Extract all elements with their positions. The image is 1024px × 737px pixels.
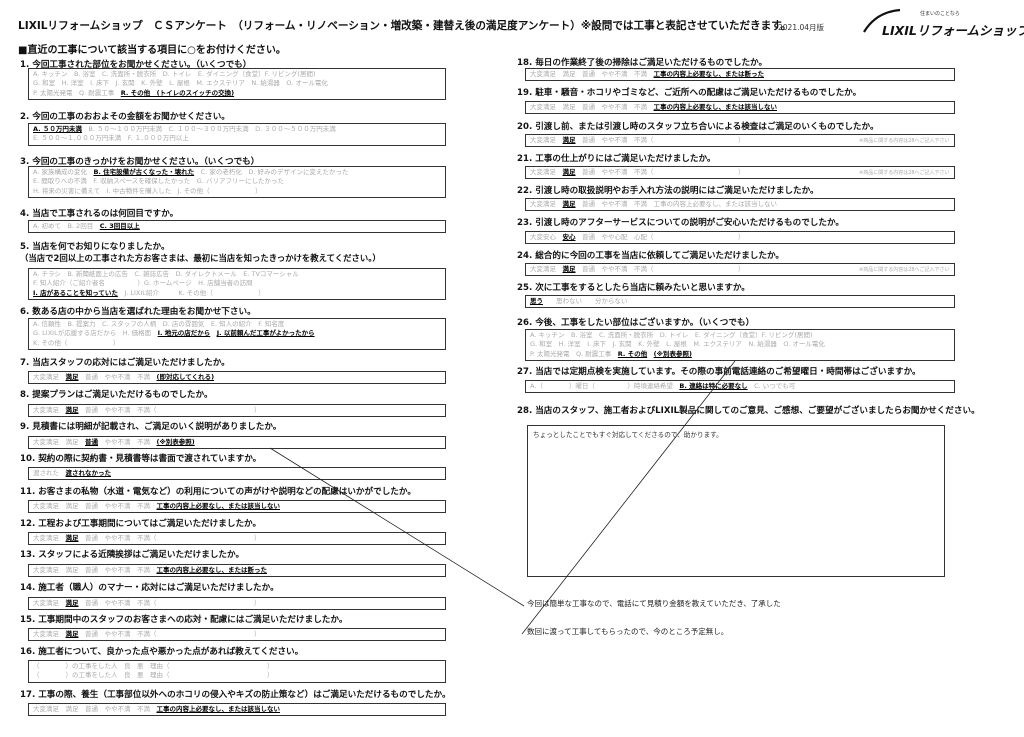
left-question-17-title: 17. 工事の際、養生（工事部位以外へのホコリの侵入やキズの防止策など）はご満足…: [20, 690, 451, 700]
right-question-7-title: 24. 総合的に今回の工事を当店に依頼してご満足いただけましたか。: [517, 251, 785, 261]
left-question-12-title: 12. 工程および工事期間についてはご満足いただけましたか。: [20, 519, 262, 529]
right-question-3-answer-box[interactable]: 大変満足 満足 普通 やや不満 不満（ ）: [525, 134, 955, 148]
left-question-4-title: 4. 当店で工事されるのは何回目ですか。: [20, 209, 179, 219]
q28-comment-box[interactable]: ちょっとしたことでもすぐ対応してくださるので、助かります。: [527, 425, 945, 577]
right-question-8-title: 25. 次に工事をするとしたら当店に頼みたいと思いますか。: [517, 283, 750, 293]
left-question-15-answer-box[interactable]: 大変満足 満足 普通 やや不満 不満（ ）: [28, 628, 446, 642]
right-question-9-answer-box[interactable]: A. キッチン B. 浴室 C. 洗面所・脱衣所 D. トイレ E. ダイニング…: [525, 329, 955, 362]
logo-tagline: 住まいのことなら: [920, 11, 960, 17]
right-question-6-title: 23. 引渡し時のアフターサービスについての説明がご安心いただけるものでしたか。: [517, 218, 844, 228]
left-question-2-title: 2. 今回の工事のおおよその金額をお聞かせください。: [20, 112, 230, 122]
right-question-6-answer-box[interactable]: 大変安心 安心 普通 やや心配 心配（ ）: [525, 231, 955, 245]
logo-name: LIXILリフォームショップ: [882, 23, 1024, 38]
right-question-7-answer-box[interactable]: 大変満足 満足 普通 やや不満 不満（ ）: [525, 263, 955, 277]
left-question-10-title: 10. 契約の際に契約書・見積書等は書面で渡されていますか。: [20, 454, 262, 464]
left-question-7-title: 7. 当店スタッフの応対にはご満足いただけましたか。: [20, 358, 230, 368]
right-question-4-title: 21. 工事の仕上がりにはご満足いただけましたか。: [517, 154, 716, 164]
left-question-8-title: 8. 提案プランはご満足いただけるものでしたか。: [20, 390, 213, 400]
left-question-5-answer-box[interactable]: A. チラシ B. 新聞紙面上の広告 C. 雑誌広告 D. ダイレクトメール E…: [28, 268, 446, 301]
left-question-17-answer-box[interactable]: 大変満足 満足 普通 やや不満 不満 工事の内容上必要なし、または該当しない: [28, 703, 446, 717]
left-question-6-title: 6. 数ある店の中から当店を選ばれた理由をお聞かせ下さい。: [20, 307, 256, 317]
revision-date: 2021.04月版: [778, 23, 825, 32]
left-question-14-title: 14. 施工者（職人）のマナー・応対にはご満足いただけましたか。: [20, 583, 279, 593]
left-question-16-title: 16. 施工者について、良かった点や悪かった点があれば教えてください。: [20, 647, 304, 657]
right-question-10-title: 27. 当店では定期点検を実施しています。その際の事前電話連絡のご希望曜日・時間…: [517, 367, 921, 377]
lixil-logo: 住まいのことなら LIXILリフォームショップ: [862, 8, 1024, 38]
left-question-13-title: 13. スタッフによる近隣挨拶はご満足いただけましたか。: [20, 550, 245, 560]
instruction: ■直近の工事について該当する項目に○をお付けください。: [18, 45, 286, 56]
survey-title: LIXILリフォームショップ ＣＳアンケート （リフォーム・リノベーション・増改…: [18, 20, 792, 32]
logo-swoosh-icon: [863, 8, 901, 33]
right-question-3-note: ※商品に関する内容は28へご記入下さい: [859, 138, 950, 144]
left-question-6-answer-box[interactable]: A. 信頼性 B. 提案力 C. スタッフの人柄 D. 店の雰囲気 E. 知人の…: [28, 318, 446, 351]
right-question-10-answer-box[interactable]: A.（ ）曜日（ ）時頃連絡希望 B. 連絡は特に必要なし C. いつでも可: [525, 380, 955, 394]
free-comment-2: 数回に渡って工事してもらったので、今のところ予定無し。: [527, 627, 729, 636]
free-comment-1: 今回は簡単な工事なので、電話にて見積り金額を教えていただき、了承した: [527, 599, 781, 608]
right-question-2-title: 19. 駐車・騒音・ホコリやゴミなど、ご近所への配慮はご満足いただけるものでした…: [517, 88, 862, 98]
right-question-3-title: 20. 引渡し前、または引渡し時のスタッフ立ち合いによる検査はご満足のいくもので…: [517, 122, 879, 132]
left-question-3-answer-box[interactable]: A. 家族構成の変化 B. 住宅設備が古くなった・壊れた C. 家の老朽化 D.…: [28, 166, 446, 199]
left-question-9-title: 9. 見積書には明細が記載され、ご満足のいく説明がありましたか。: [20, 422, 282, 432]
right-question-4-note: ※商品に関する内容は28へご記入下さい: [859, 170, 950, 176]
right-question-11-title: 28. 当店のスタッフ、施工者およびLIXIL製品に関してのご意見、ご感想、ご要…: [517, 406, 980, 416]
left-question-9-answer-box[interactable]: 大変満足 満足 普通 やや不満 不満 (※別表参照): [28, 436, 446, 450]
right-question-4-answer-box[interactable]: 大変満足 満足 普通 やや不満 不満（ ）: [525, 166, 955, 180]
right-question-2-answer-box[interactable]: 大変満足 満足 普通 やや不満 不満 工事の内容上必要なし、または該当しない: [525, 101, 955, 115]
right-question-1-title: 18. 毎日の作業終了後の掃除はご満足いただけるものでしたか。: [517, 58, 768, 68]
right-question-8-answer-box[interactable]: 思う 思わない 分からない: [525, 295, 955, 309]
left-question-10-answer-box[interactable]: 渡された 渡されなかった: [28, 467, 446, 481]
right-question-9-title: 26. 今後、工事をしたい部位はございますか。（いくつでも）: [517, 318, 755, 328]
left-question-7-answer-box[interactable]: 大変満足 満足 普通 やや不満 不満 (即対応してくれる): [28, 371, 446, 385]
right-question-1-answer-box[interactable]: 大変満足 満足 普通 やや不満 不満 工事の内容上必要なし、または断った: [525, 68, 955, 82]
left-question-12-answer-box[interactable]: 大変満足 満足 普通 やや不満 不満（ ）: [28, 532, 446, 546]
q28-comment-text: ちょっとしたことでもすぐ対応してくださるので、助かります。: [533, 431, 723, 439]
left-question-1-title: 1. 今回工事された部位をお聞かせください。（いくつでも）: [20, 60, 252, 70]
left-question-11-title: 11. お客さまの私物（水道・電気など）の利用についての声がけや説明などの配慮は…: [20, 487, 416, 497]
right-question-5-answer-box[interactable]: 大変満足 満足 普通 やや不満 不満 工事の内容上必要なし、または該当しない: [525, 198, 955, 212]
right-question-7-note: ※商品に関する内容は28へご記入下さい: [859, 267, 950, 273]
left-question-1-answer-box[interactable]: A. キッチン B. 浴室 C. 洗面所・脱衣所 D. トイレ E. ダイニング…: [28, 68, 446, 101]
left-question-15-title: 15. 工事期間中のスタッフのお客さまへの応対・配慮にはご満足いただけましたか。: [20, 615, 348, 625]
right-question-5-title: 22. 引渡し時の取扱説明やお手入れ方法の説明にはご満足いただけましたか。: [517, 186, 819, 196]
left-question-14-answer-box[interactable]: 大変満足 満足 普通 やや不満 不満（ ）: [28, 597, 446, 611]
left-question-4-answer-box[interactable]: A. 初めて B. 2回目 C. 3回目以上: [28, 220, 446, 234]
left-question-11-answer-box[interactable]: 大変満足 満足 普通 やや不満 不満 工事の内容上必要なし、または該当しない: [28, 500, 446, 514]
left-question-5-title: 5. 当店を何でお知りになりましたか。（当店で2回以上の工事された方お客さまは、…: [20, 242, 381, 263]
left-question-8-answer-box[interactable]: 大変満足 満足 普通 やや不満 不満（ ）: [28, 404, 446, 418]
left-question-3-title: 3. 今回の工事のきっかけをお聞かせください。（いくつでも）: [20, 157, 260, 167]
left-question-13-answer-box[interactable]: 大変満足 満足 普通 やや不満 不満 工事の内容上必要なし、または断った: [28, 564, 446, 578]
left-question-2-answer-box[interactable]: A. ５０万円未満 B. ５０～１００万円未満 C. １００～３００万円未満 D…: [28, 123, 446, 146]
left-question-16-answer-box[interactable]: （ ）の工事をした人 良 悪 理由（ ）（ ）の工事をした人 良 悪 理由（ ）: [28, 660, 446, 683]
